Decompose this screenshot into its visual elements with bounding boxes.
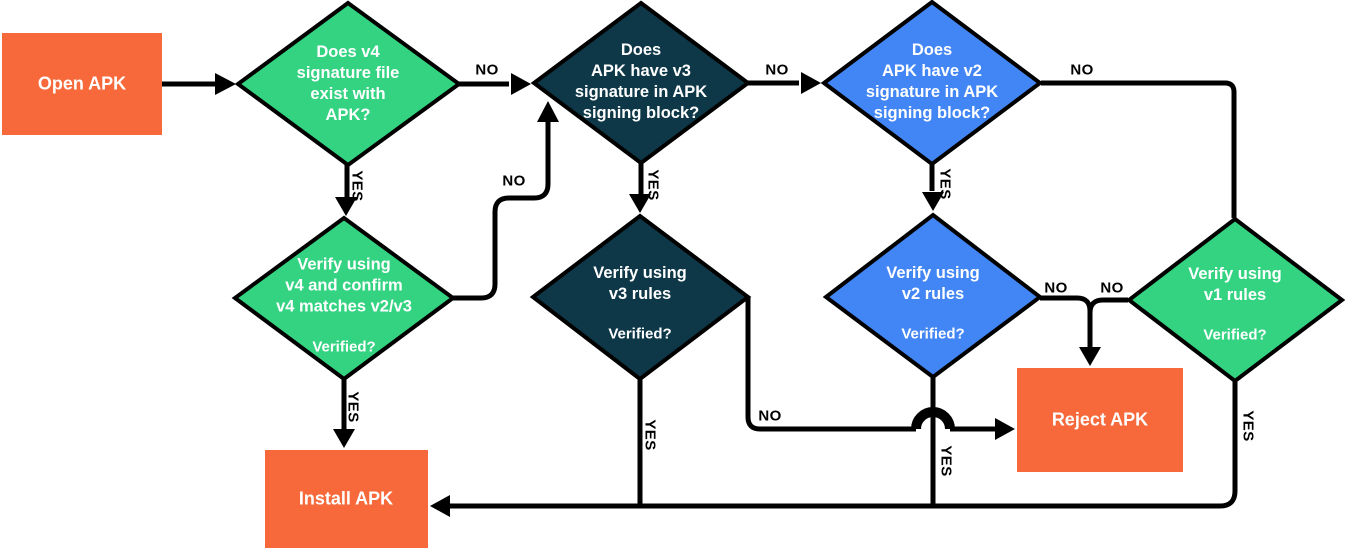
arrow-into-install-top [333, 429, 355, 448]
node-v1verify-diamond [1125, 216, 1346, 384]
arrow-into-reject-top [1079, 347, 1101, 366]
line-hop-bridge [911, 407, 955, 430]
edge-v3verify-no-line-a [745, 297, 916, 432]
arrow-up-into-v3exists [537, 101, 559, 122]
arrow-into-v3exists [511, 73, 531, 95]
node-open-apk-shape [2, 33, 162, 135]
node-v2exists-diamond [820, 0, 1044, 167]
arrowheads [215, 72, 1101, 517]
node-v4verify-diamond [231, 215, 457, 382]
arrow-into-install-right [430, 495, 450, 517]
node-install-apk-shape [265, 450, 428, 548]
edge-v4verify-no-scurve [453, 121, 551, 301]
node-v4exists-diamond [234, 0, 463, 168]
edge-v1verify-no-line [1087, 297, 1128, 314]
node-v2verify-diamond [822, 212, 1044, 380]
arrow-into-reject-left [995, 418, 1015, 440]
edge-v2verify-no-line [1040, 295, 1093, 348]
arrow-into-v3verify [629, 194, 651, 213]
node-v3exists-diamond [530, 0, 752, 166]
connector-lines [162, 80, 1238, 509]
arrow-into-v2verify [922, 192, 944, 211]
node-reject-apk-shape [1017, 368, 1183, 472]
edge-v2exists-no-line [1041, 80, 1237, 218]
node-v3verify-diamond [529, 213, 752, 382]
arrow-into-v2exists [801, 72, 821, 94]
edge-v1verify-yes-and-bottom-line [450, 381, 1238, 509]
arrow-into-v4exists [215, 73, 236, 95]
arrow-into-v4verify [335, 197, 357, 216]
